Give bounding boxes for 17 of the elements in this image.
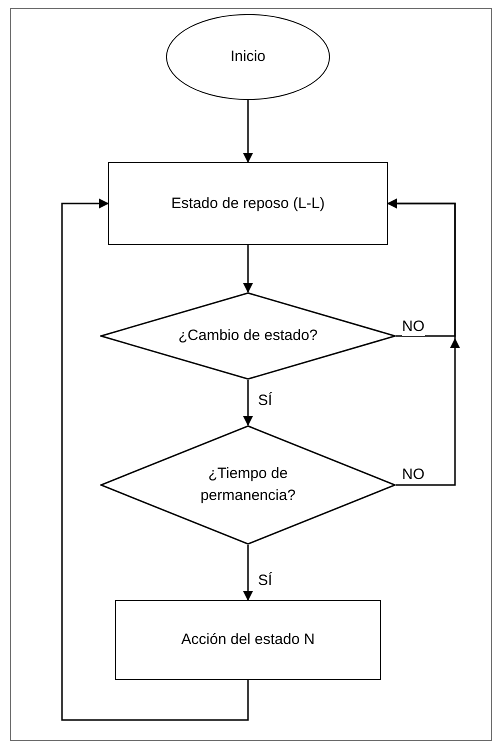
- decision-diamond: [100, 425, 396, 545]
- arrow: [243, 100, 253, 163]
- node-text: ¿Tiempo de permanencia?: [199, 464, 297, 506]
- process-box: [108, 162, 388, 245]
- start-ellipse: [166, 14, 330, 100]
- process-box: [115, 600, 381, 680]
- arrow: [61, 198, 249, 721]
- edge-label: NO: [402, 318, 424, 336]
- node-text: Inicio: [230, 47, 266, 67]
- arrow: [387, 198, 460, 486]
- arrow: [243, 545, 253, 601]
- node-text: Estado de reposo (L-L): [171, 194, 325, 214]
- decision-diamond: [100, 292, 396, 380]
- node-text: ¿Cambio de estado?: [178, 326, 318, 346]
- arrow: [243, 245, 253, 293]
- node-text: Acción del estado N: [181, 630, 315, 650]
- arrow: [243, 380, 253, 426]
